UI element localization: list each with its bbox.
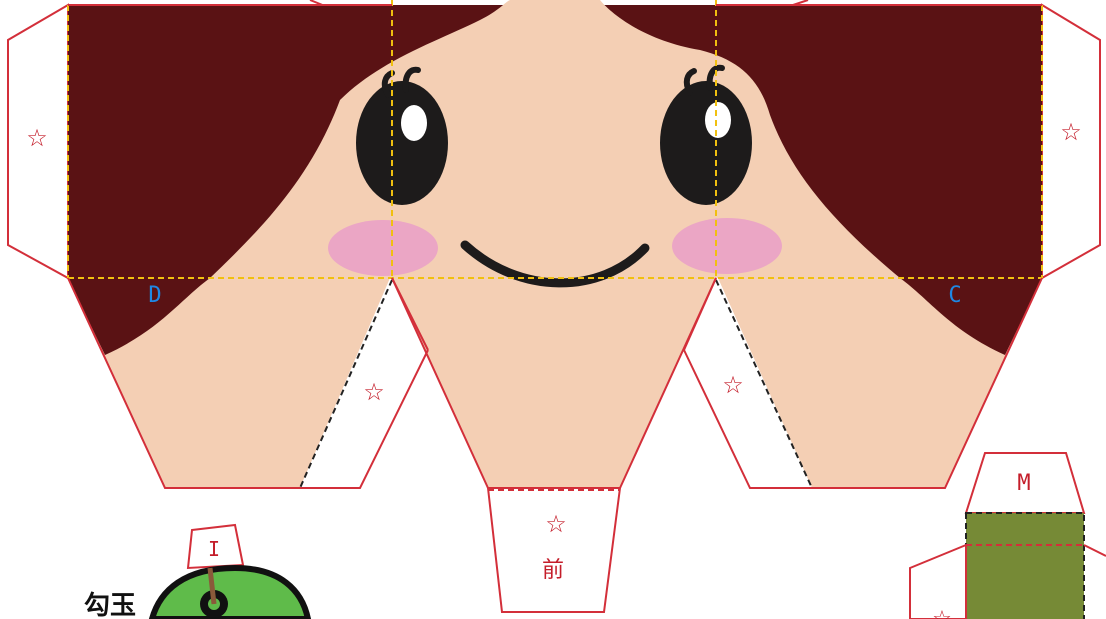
smile (460, 240, 650, 288)
bottom-front-tab (486, 487, 622, 613)
magatama-caption: 勾玉 (84, 591, 136, 619)
label-d: D (148, 283, 161, 308)
box-side-tab (909, 543, 967, 619)
right-inner-tab-star: ☆ (722, 371, 744, 399)
left-lower-panel (68, 278, 390, 488)
right-hair-wisp (900, 278, 1042, 355)
black-fold-lines (299, 279, 813, 489)
right-eye (660, 64, 752, 205)
box-front-panel (966, 513, 1084, 619)
left-inner-tab-star: ☆ (363, 378, 385, 406)
right-lower-panel (718, 278, 1042, 488)
right-tab-star: ☆ (1060, 118, 1082, 146)
left-tab-star: ☆ (26, 124, 48, 152)
magatama-body (148, 564, 312, 619)
label-c: C (948, 283, 961, 308)
magatama-string (207, 567, 217, 605)
box-label-m: M (1017, 471, 1030, 496)
left-inner-tab (300, 280, 428, 488)
box-side-star: ☆ (932, 607, 952, 619)
magatama-label-i: I (208, 537, 220, 561)
magatama-tab (186, 523, 245, 570)
bottom-tab-front-label: 前 (542, 558, 564, 583)
left-cheek (328, 220, 438, 276)
red-cut-lines (67, 4, 1043, 489)
right-cheek (672, 218, 782, 274)
right-inner-tab (684, 280, 810, 488)
left-hair-wisp (68, 278, 210, 355)
yellow-fold-lines (67, 0, 1043, 279)
box-right-edge (1083, 544, 1106, 557)
bottom-tab-star: ☆ (545, 510, 567, 538)
left-eye (356, 66, 448, 205)
